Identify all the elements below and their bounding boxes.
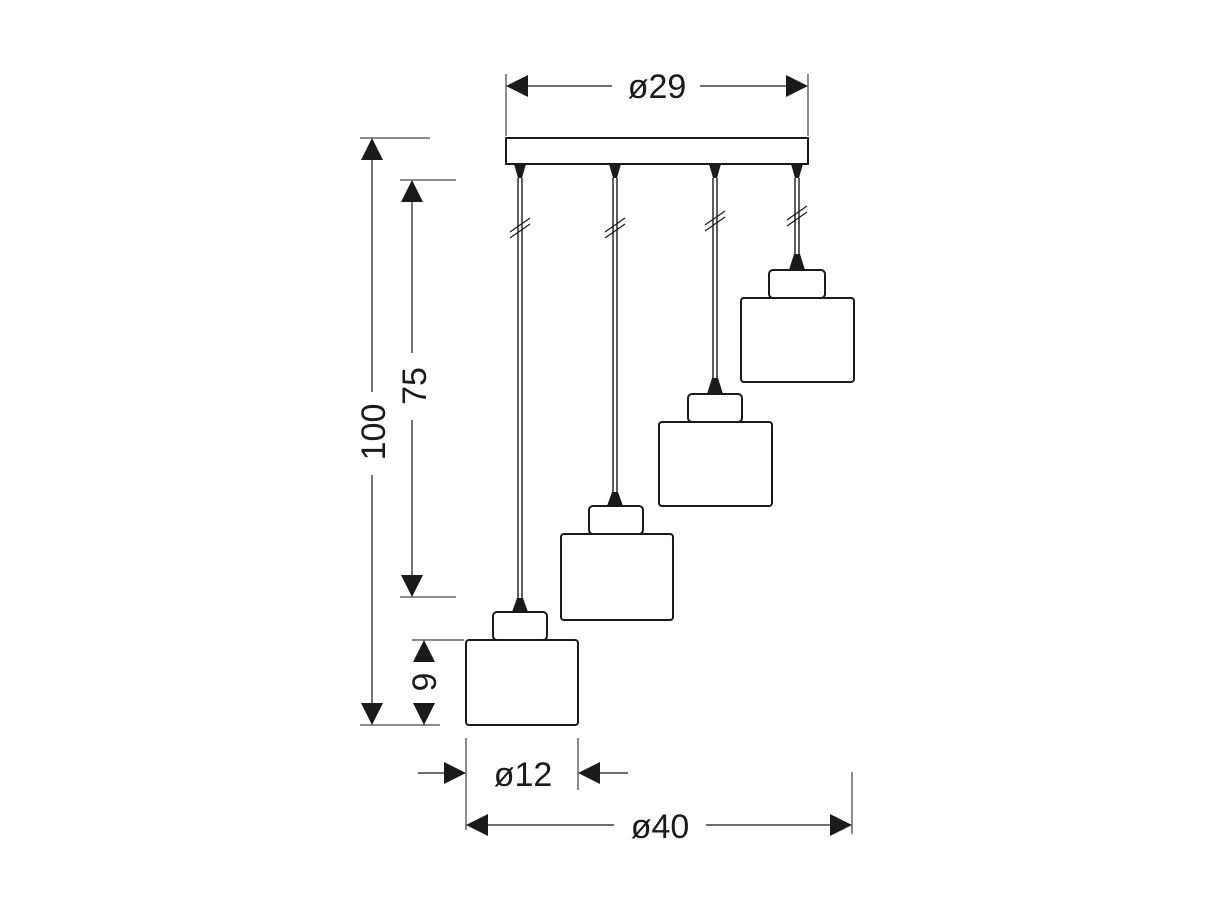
pendant-lamp-1	[465, 164, 579, 726]
canopy-width-label: ø29	[628, 68, 687, 106]
pendant-lamp-2	[560, 164, 674, 621]
pendant-lamp-3	[658, 164, 773, 507]
shade-diameter-label: ø12	[494, 756, 553, 794]
pendant-lamp-4	[740, 164, 855, 383]
cord-length-dimension: 75	[396, 179, 456, 598]
shade-height-label: 9	[406, 673, 444, 692]
canopy-width-dimension: ø29	[505, 68, 809, 136]
cord-length-label: 75	[396, 367, 434, 405]
shade-height-dimension: 9	[406, 639, 464, 725]
total-height-dimension: 100	[355, 137, 440, 726]
total-height-label: 100	[355, 404, 393, 461]
shade-diameter-dimension: ø12	[418, 738, 628, 830]
total-width-dimension: ø40	[466, 772, 853, 846]
total-width-label: ø40	[631, 808, 690, 846]
ceiling-canopy	[505, 137, 809, 165]
